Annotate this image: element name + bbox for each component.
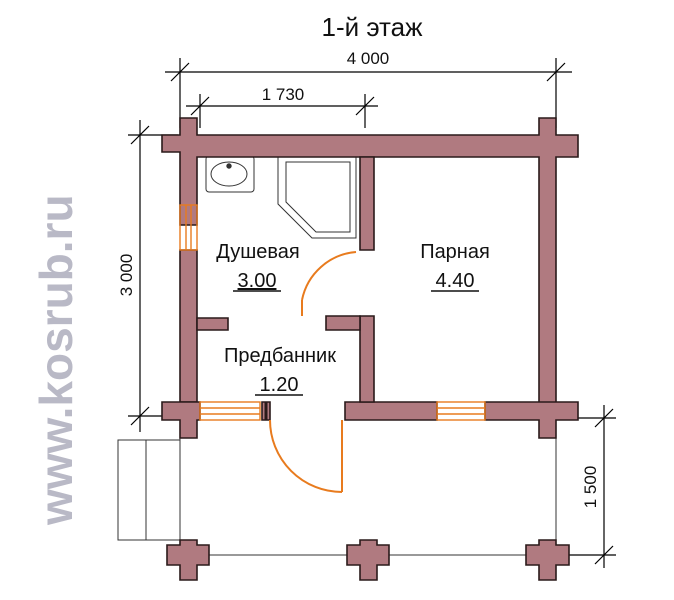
washbasin (205, 155, 255, 193)
watermark: www.kosrub.ru (30, 194, 82, 526)
plan-title: 1-й этаж (321, 12, 423, 42)
shower-tray (277, 155, 357, 239)
terrace-outline (117, 425, 557, 556)
windows (179, 204, 486, 421)
room-area-anteroom: 1.20 (260, 374, 299, 396)
doors (264, 251, 357, 493)
room-name-anteroom: Предбанник (224, 345, 336, 367)
walls (161, 117, 579, 581)
room-area-steam: 4.40 (436, 270, 475, 292)
dim-total-width: 4 000 (347, 49, 390, 68)
room-name-steam: Парная (420, 241, 490, 263)
dim-inner-width: 1 730 (262, 85, 305, 104)
dimension-lines (128, 58, 616, 568)
room-area-shower: 3.00 (238, 270, 277, 292)
dim-terrace-depth: 1 500 (581, 466, 600, 509)
room-name-shower: Душевая (216, 241, 300, 263)
dim-height: 3 000 (117, 254, 136, 297)
